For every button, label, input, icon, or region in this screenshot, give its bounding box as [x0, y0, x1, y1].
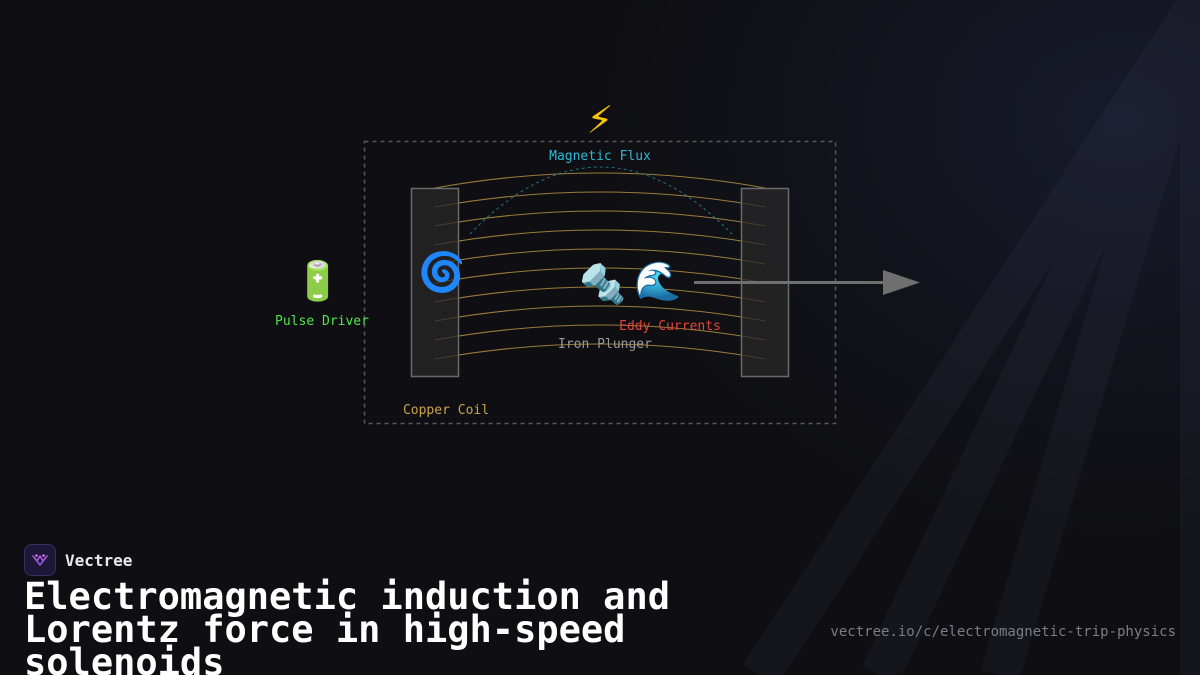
magnetic-flux-label: Magnetic Flux — [549, 149, 651, 164]
coil-winding — [434, 305, 766, 322]
iron-plunger-label: Iron Plunger — [558, 337, 652, 352]
source-url[interactable]: vectree.io/c/electromagnetic-trip-physic… — [830, 624, 1176, 640]
coil-winding — [434, 343, 766, 360]
copper-coil-windings — [434, 172, 766, 360]
coil-winding — [434, 210, 766, 227]
force-arrow-head — [883, 270, 920, 295]
eddy-currents-label: Eddy Currents — [619, 319, 721, 334]
brand: Vectree — [24, 544, 132, 576]
coil-winding — [434, 172, 766, 189]
coil-winding — [434, 267, 766, 284]
coil-winding — [434, 191, 766, 208]
magnetic-flux-arc — [469, 166, 733, 235]
coil-winding — [434, 324, 766, 341]
nut-and-bolt-icon: 🔩 — [579, 262, 626, 306]
coil-left-block — [410, 187, 460, 378]
pulse-driver-label: Pulse Driver — [275, 314, 369, 329]
brand-name: Vectree — [65, 550, 133, 570]
coil-winding — [434, 229, 766, 246]
coil-winding — [434, 248, 766, 265]
high-voltage-icon: ⚡ — [587, 98, 614, 142]
water-wave-icon: 🌊 — [634, 259, 681, 303]
page-title: Electromagnetic induction and Lorentz fo… — [24, 575, 671, 675]
battery-icon: 🔋 — [294, 259, 341, 303]
vectree-logo-icon — [24, 544, 56, 576]
coil-winding — [434, 286, 766, 303]
cyclone-icon: 🌀 — [418, 249, 465, 294]
copper-coil-label: Copper Coil — [403, 403, 489, 418]
